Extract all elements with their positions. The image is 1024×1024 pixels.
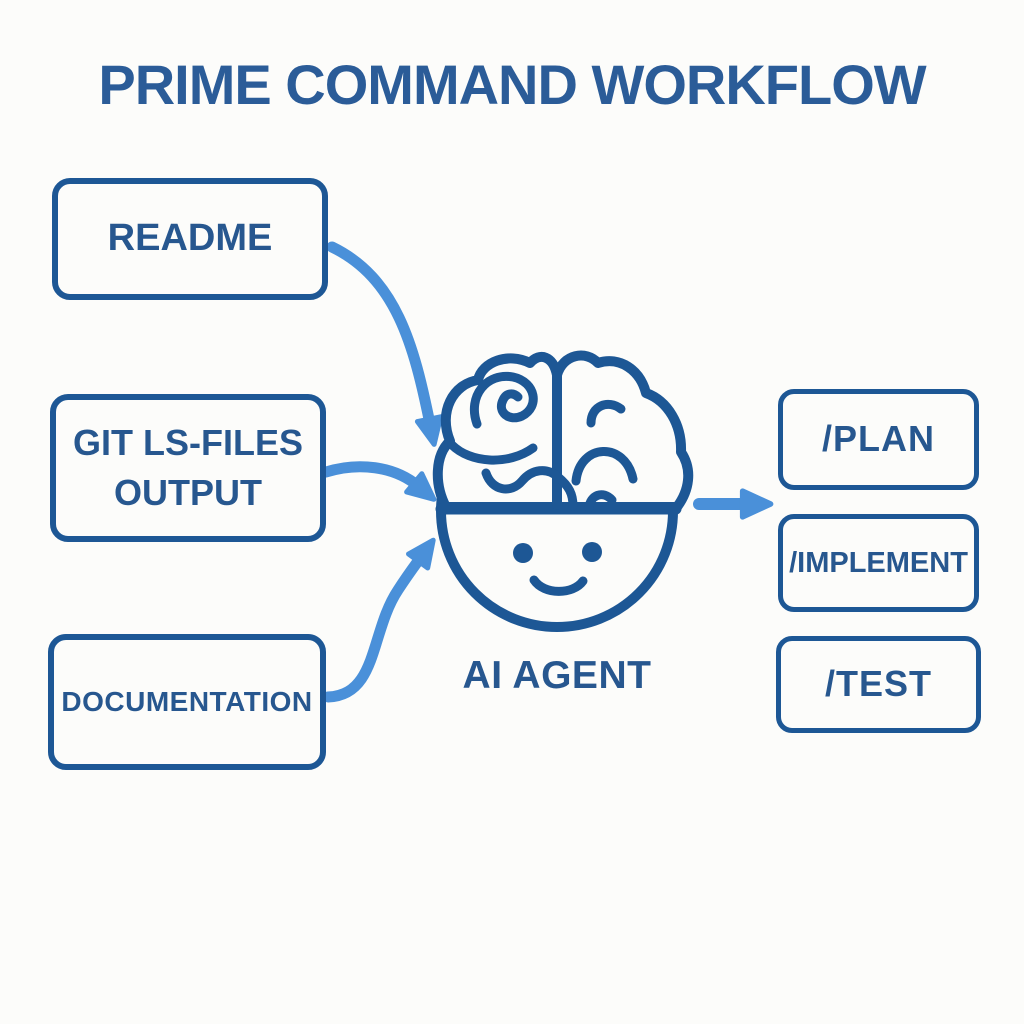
agent-head-circle — [436, 390, 678, 632]
agent-brain-spiral — [469, 371, 538, 429]
output-node-plan-label: /PLAN — [822, 418, 935, 460]
agent-brain-fold-left — [447, 440, 538, 465]
arrow-readme-to-agent — [326, 241, 444, 447]
diagram-title: PRIME COMMAND WORKFLOW — [98, 53, 926, 116]
agent-brain-hook-rim — [584, 490, 617, 513]
output-node-test: /TEST — [776, 636, 981, 733]
input-node-documentation: DOCUMENTATION — [48, 634, 326, 770]
input-node-readme-label: README — [107, 217, 273, 260]
input-node-documentation-label: DOCUMENTATION — [61, 686, 313, 718]
ai-agent-label: AI AGENT — [462, 654, 652, 697]
agent-right-eye — [582, 542, 602, 562]
output-node-implement-label: /IMPLEMENT — [789, 546, 968, 579]
input-node-git-ls-files-label: GIT LS-FILES OUTPUT — [73, 421, 303, 513]
agent-smile — [529, 575, 588, 596]
output-node-implement: /IMPLEMENT — [778, 514, 979, 612]
arrow-gitls-to-agent — [320, 461, 437, 502]
agent-brain-wave — [481, 466, 578, 511]
agent-brain-arch — [571, 447, 638, 486]
output-node-plan: /PLAN — [778, 389, 979, 490]
agent-brain-outline — [432, 350, 694, 512]
input-node-readme: README — [52, 178, 328, 300]
arrow-documentation-to-agent — [322, 537, 436, 703]
output-node-test-label: /TEST — [824, 663, 932, 705]
brain-face-icon — [432, 350, 694, 632]
input-node-git-ls-files: GIT LS-FILES OUTPUT — [50, 394, 326, 542]
agent-left-eye — [513, 543, 533, 563]
agent-brain-hook-top — [586, 400, 626, 428]
